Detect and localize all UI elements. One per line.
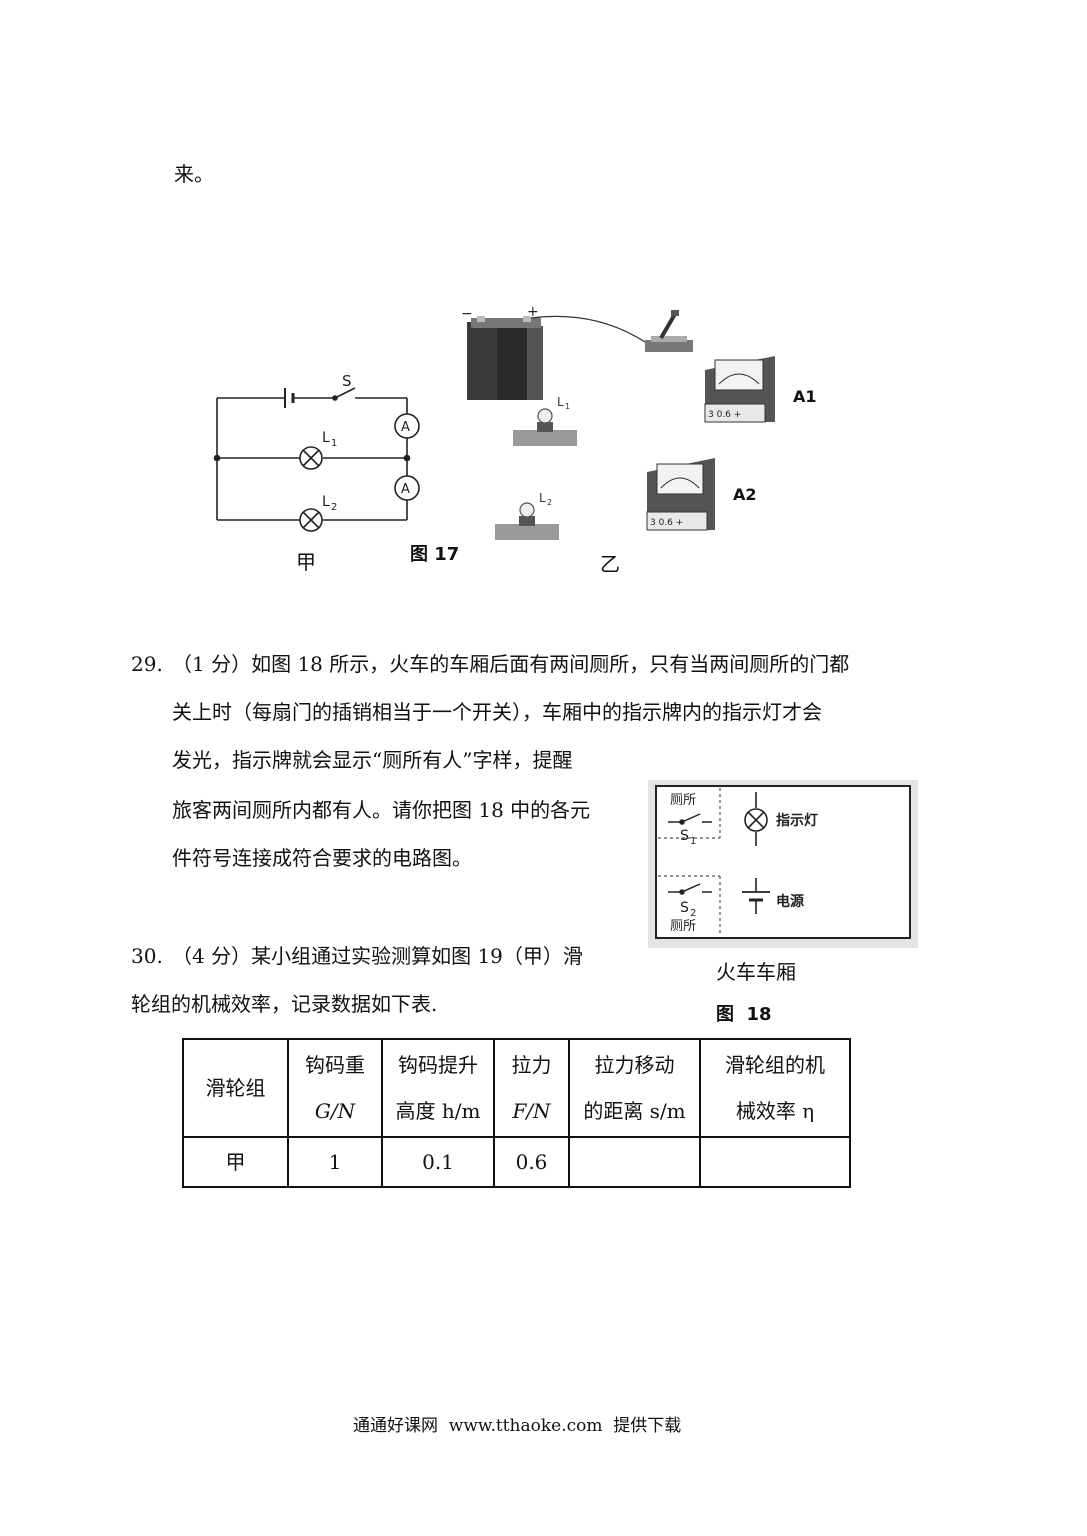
battery-minus: −	[461, 306, 473, 322]
power-source-symbol	[742, 878, 770, 914]
switch-label: S	[342, 372, 352, 390]
battery-plus: +	[527, 304, 539, 320]
header-unit: G/N	[314, 1099, 356, 1123]
question-30-line: （4 分）某小组通过实验测算如图 19（甲）滑	[172, 944, 583, 968]
switch-s2-symbol	[668, 883, 712, 895]
header-unit: 的距离 s/m	[583, 1099, 686, 1123]
toilet-partitions	[658, 788, 721, 936]
figure-17: S L 1 L 2 A A − + L 1	[205, 300, 845, 580]
figure-17-yi-label: 乙	[600, 552, 620, 576]
figure-18-drawing: 厕所 S 1 S 2 厕所 指示灯 电源	[648, 780, 918, 948]
ammeter-a1-device-icon	[704, 356, 775, 423]
question-30-line: 轮组的机械效率，记录数据如下表.	[131, 992, 438, 1016]
header-line: 钩码重	[305, 1053, 365, 1077]
question-29-line: 件符号连接成符合要求的电路图。	[172, 846, 472, 870]
power-source-label: 电源	[776, 893, 804, 910]
question-29-line: 关上时（每扇门的插销相当于一个开关），车厢中的指示牌内的指示灯才会	[172, 700, 822, 724]
question-29-line: 发光，指示牌就会显示“厕所有人”字样，提醒	[172, 748, 573, 772]
lamp-l2-holder-icon	[495, 502, 559, 540]
question-30-number: 30.	[131, 944, 163, 968]
figure-18-frame	[655, 785, 911, 939]
table-row: 甲 1 0.1 0.6	[182, 1136, 851, 1188]
header-line: 拉力	[511, 1053, 552, 1077]
lamp-l1-sub: 1	[565, 402, 570, 411]
battery-pack-icon	[467, 316, 543, 400]
figure-18-car-label: 火车车厢	[716, 960, 796, 984]
header-line: 滑轮组	[205, 1076, 266, 1100]
figure-18: 厕所 S 1 S 2 厕所 指示灯 电源	[648, 780, 918, 948]
ammeter-a2-device-icon	[646, 458, 715, 531]
table-cell-distance	[568, 1136, 701, 1188]
table-cell-pulley: 甲	[182, 1136, 289, 1188]
continuation-text: 来。	[174, 162, 214, 186]
table-header-cell: 钩码重 G/N	[287, 1038, 383, 1138]
header-line: 拉力移动	[594, 1053, 675, 1077]
table-cell-efficiency	[699, 1136, 851, 1188]
lamp2-sub: 2	[331, 502, 337, 513]
question-29-line: （1 分）如图 18 所示，火车的车厢后面有两间厕所，只有当两间厕所的门都	[172, 652, 850, 676]
table-header-cell: 拉力 F/N	[493, 1038, 570, 1138]
ammeter-a2-symbol: A	[401, 482, 410, 497]
indicator-lamp-label: 指示灯	[776, 812, 818, 829]
table-header-cell: 拉力移动的距离 s/m	[568, 1038, 701, 1138]
lamp2-letter: L	[322, 494, 330, 510]
question-29-line: 旅客两间厕所内都有人。请你把图 18 中的各元	[172, 798, 591, 822]
knife-switch-icon	[645, 310, 693, 352]
header-unit: F/N	[512, 1099, 551, 1123]
question-29-number: 29.	[131, 652, 163, 676]
figure-17-caption: 图 17	[410, 544, 460, 565]
table-cell-height: 0.1	[381, 1136, 495, 1188]
figure-17-drawing: S L 1 L 2 A A − + L 1	[213, 304, 817, 540]
table-header-cell: 滑轮组	[182, 1038, 289, 1138]
toilet-bottom-label: 厕所	[670, 919, 696, 934]
switch-s1-sub: 1	[690, 836, 696, 847]
header-unit: 高度 h/m	[395, 1099, 481, 1123]
table-header-cell: 滑轮组的机械效率 η	[699, 1038, 851, 1138]
circuit-diagram-jia	[213, 387, 420, 532]
table-cell-weight: 1	[287, 1136, 383, 1188]
switch-s2-sub: 2	[690, 908, 696, 919]
ammeter-a1-symbol: A	[401, 420, 410, 435]
indicator-lamp-symbol	[744, 792, 768, 846]
switch-s1-symbol	[668, 813, 712, 825]
lamp1-sub: 1	[331, 438, 337, 449]
lamp-l2-letter: L	[539, 491, 546, 505]
connecting-wire	[530, 315, 646, 343]
toilet-top-label: 厕所	[670, 793, 696, 808]
ammeter-a1-label: A1	[793, 387, 817, 406]
switch-s1-label: S	[680, 828, 689, 844]
table-header-cell: 钩码提升高度 h/m	[381, 1038, 495, 1138]
ammeter-a2-scale: 3 0.6 +	[650, 518, 683, 528]
page-footer: 通通好课网 www.tthaoke.com 提供下载	[353, 1416, 682, 1436]
lamp-l1-letter: L	[557, 395, 564, 409]
ammeter-a2-label: A2	[733, 485, 757, 504]
header-unit: 械效率 η	[735, 1099, 815, 1123]
lamp-l1-holder-icon	[513, 408, 577, 446]
table-cell-force: 0.6	[493, 1136, 570, 1188]
header-line: 滑轮组的机	[725, 1053, 825, 1077]
ammeter-a1-scale: 3 0.6 +	[708, 410, 741, 420]
figure-17-jia-label: 甲	[296, 550, 316, 574]
switch-s2-label: S	[680, 900, 689, 916]
lamp-l2-sub: 2	[547, 498, 552, 507]
lamp1-letter: L	[322, 430, 330, 446]
figure-18-caption: 图 18	[716, 1004, 772, 1025]
header-line: 钩码提升	[398, 1053, 478, 1077]
